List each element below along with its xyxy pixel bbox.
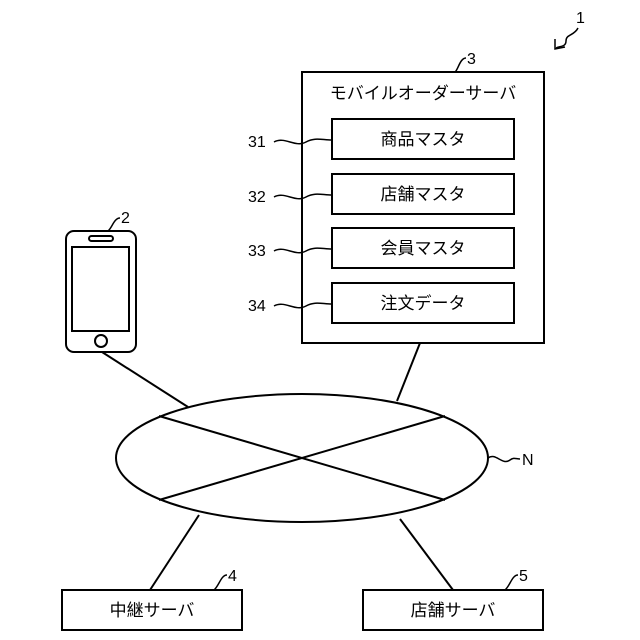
link-relay-network [150, 515, 199, 590]
figure-ref-arrow [556, 28, 578, 48]
item-ref-store-master: 32 [248, 189, 266, 206]
store-server: 店舗サーバ 5 [363, 568, 543, 630]
item-label-order-data: 注文データ [381, 293, 466, 314]
store-server-label: 店舗サーバ [411, 601, 496, 621]
item-ref-order-data: 34 [248, 298, 266, 315]
server-ref: 3 [467, 51, 476, 68]
terminal-ref: 2 [121, 210, 130, 227]
link-store-network [400, 519, 453, 590]
store-server-ref: 5 [519, 568, 528, 585]
mobile-order-server: モバイルオーダーサーバ 3 商品マスタ 31 店舗マスタ 32 会員マスタ 33… [248, 51, 544, 343]
figure-ref-group: 1 [555, 10, 585, 49]
network-ref-leader [488, 456, 520, 461]
relay-server: 中継サーバ 4 [62, 568, 242, 630]
store-server-ref-leader [505, 575, 518, 590]
figure-ref: 1 [576, 10, 585, 27]
relay-server-ref-leader [214, 575, 227, 590]
network: N [116, 394, 534, 522]
item-label-product-master: 商品マスタ [381, 130, 466, 150]
link-terminal-network [102, 352, 188, 407]
relay-server-ref: 4 [228, 568, 237, 585]
item-label-store-master: 店舗マスタ [381, 185, 466, 205]
item-ref-member-master: 33 [248, 243, 266, 260]
server-title: モバイルオーダーサーバ [330, 84, 517, 104]
server-ref-leader [455, 58, 466, 72]
terminal-ref-leader [108, 218, 120, 231]
link-server-network [397, 343, 420, 401]
network-ref: N [522, 452, 534, 469]
phone-body [66, 231, 136, 352]
relay-server-label: 中継サーバ [110, 601, 195, 621]
item-label-member-master: 会員マスタ [381, 239, 466, 259]
mobile-terminal: 2 [66, 210, 136, 352]
item-ref-product-master: 31 [248, 134, 266, 151]
